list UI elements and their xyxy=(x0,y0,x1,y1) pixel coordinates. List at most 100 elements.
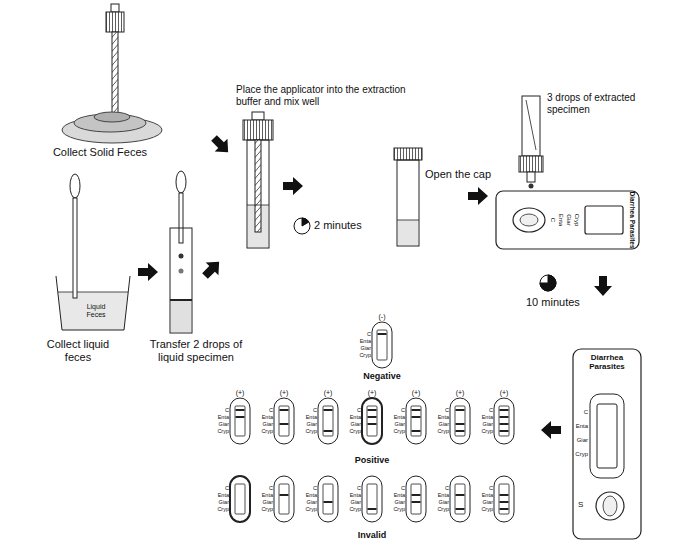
cassette-outline xyxy=(384,476,430,522)
line-label: Giar xyxy=(439,420,449,428)
sample-well-label: S xyxy=(578,500,583,510)
result-cassette: CEntaGiarCryp xyxy=(252,476,298,522)
test-cassette: Diarrhea ParasitesCEntaGiarCrypS xyxy=(572,348,642,540)
cassette-body xyxy=(318,476,338,522)
result-sign: (+) xyxy=(494,388,514,397)
transfer-tube xyxy=(179,269,184,274)
line-label: Cryp xyxy=(393,427,405,435)
test-line xyxy=(368,423,377,425)
sample-well xyxy=(513,208,545,232)
cassette-outline xyxy=(350,312,396,368)
cassette-body xyxy=(406,398,426,444)
cassette-body xyxy=(362,398,382,444)
line-label: C xyxy=(401,484,405,492)
cassette-body xyxy=(274,476,294,522)
line-label: C xyxy=(445,406,449,414)
line-label: C xyxy=(584,408,588,416)
transfer-tube xyxy=(170,171,192,333)
liquid-feces-beaker xyxy=(58,292,128,293)
result-cassette: (+)CEntaGiarCryp xyxy=(340,388,386,444)
result-cassette: (+)CEntaGiarCryp xyxy=(384,388,430,444)
line-label: Giar xyxy=(351,498,361,506)
result-sign: (+) xyxy=(406,388,426,397)
line-label: Enta xyxy=(438,491,449,499)
result-cassette: (+)CEntaGiarCryp xyxy=(428,388,474,444)
line-label: Cryp xyxy=(261,427,273,435)
timer-icon xyxy=(302,218,309,226)
result-cassette: CEntaGiarCryp xyxy=(428,476,474,522)
pipette xyxy=(70,174,80,298)
result-cassette: CEntaGiarCryp xyxy=(208,476,254,522)
line-label: Cryp xyxy=(575,450,588,458)
test-cassette: CEntaGiarCrypDiarrhea Parasites xyxy=(495,190,640,250)
line-label: Giar xyxy=(307,498,317,506)
line-label: Cryp xyxy=(393,505,405,513)
solid-feces-sample xyxy=(62,112,162,143)
result-cassette: (+)CEntaGiarCryp xyxy=(252,388,298,444)
result-sign: (+) xyxy=(230,388,250,397)
step-caption: Collect Solid Feces xyxy=(30,146,170,159)
step-caption: Collect liquid feces xyxy=(38,338,118,364)
step-arrow xyxy=(468,187,488,205)
line-label: Cryp xyxy=(217,505,229,513)
test-line xyxy=(280,409,289,411)
result-window xyxy=(367,406,377,436)
extraction-tube xyxy=(252,112,264,120)
product-name: Diarrhea Parasites xyxy=(628,191,635,248)
line-label: Enta xyxy=(262,491,273,499)
test-line xyxy=(280,423,289,425)
extraction-tube xyxy=(243,112,273,248)
timer-icon xyxy=(294,218,310,234)
line-label: Cryp xyxy=(359,351,371,359)
pipette xyxy=(73,198,77,298)
solid-feces-applicator xyxy=(112,32,118,116)
test-line xyxy=(236,409,245,411)
cassette-body xyxy=(372,322,392,368)
result-window xyxy=(411,484,421,514)
step-arrow xyxy=(199,255,226,282)
line-label: Enta xyxy=(438,413,449,421)
sample-well xyxy=(596,492,624,520)
test-line xyxy=(500,423,509,425)
line-label: C xyxy=(357,406,361,414)
cassette-body xyxy=(573,349,641,539)
result-window xyxy=(323,406,333,436)
line-label: Giar xyxy=(263,420,273,428)
line-label: Enta xyxy=(558,214,565,226)
cassette-body xyxy=(450,476,470,522)
transfer-tube xyxy=(170,228,192,333)
line-label: Cryp xyxy=(349,505,361,513)
test-line xyxy=(500,508,509,510)
step-arrow xyxy=(594,276,612,296)
line-label: Giar xyxy=(439,498,449,506)
sample-well xyxy=(520,214,538,226)
cassette-outline xyxy=(208,476,254,522)
line-label: C xyxy=(401,406,405,414)
line-label: Enta xyxy=(306,491,317,499)
test-line xyxy=(456,423,465,425)
product-name: Diarrhea Parasites xyxy=(576,353,638,371)
cassette-body xyxy=(450,398,470,444)
result-window xyxy=(235,406,245,436)
step-arrow xyxy=(541,421,561,439)
line-label: Enta xyxy=(218,491,229,499)
result-window xyxy=(499,406,509,436)
test-line xyxy=(412,430,421,432)
transfer-tube xyxy=(179,254,184,259)
line-label: Enta xyxy=(218,413,229,421)
line-label: C xyxy=(225,484,229,492)
line-label: Giar xyxy=(483,498,493,506)
step-arrow xyxy=(138,263,158,281)
pipette xyxy=(70,174,80,198)
result-sign: (+) xyxy=(362,388,382,397)
window-frame xyxy=(590,394,624,478)
line-label: Giar xyxy=(483,420,493,428)
line-label: Cryp xyxy=(437,505,449,513)
line-label: Cryp xyxy=(261,505,273,513)
line-label: Giar xyxy=(307,420,317,428)
step-instruction: 3 drops of extracted specimen xyxy=(547,92,657,116)
solid-feces-applicator xyxy=(106,12,124,32)
cassette-outline xyxy=(252,388,298,444)
transfer-tube xyxy=(176,171,186,193)
